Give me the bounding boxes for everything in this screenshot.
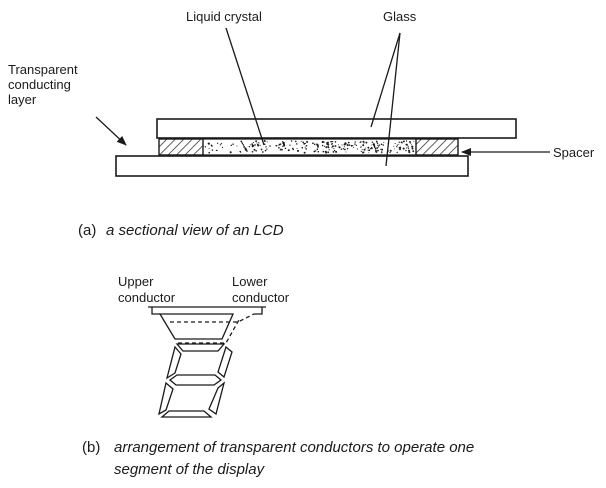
sectional-view: Liquid crystal Glass Transparent conduct…	[8, 9, 595, 239]
spacer-right	[415, 138, 459, 156]
caption-b-marker: (b)	[82, 439, 100, 456]
leader-glass-lower	[385, 32, 401, 167]
lower-conductor-tab	[254, 307, 263, 315]
liquid-crystal-layer	[203, 138, 416, 156]
label-upper-1: Upper	[118, 274, 154, 289]
caption-b-text-1: arrangement of transparent conductors to…	[114, 439, 474, 456]
upper-glass-plate	[156, 118, 517, 139]
label-transparent-1: Transparent	[8, 62, 78, 77]
caption-b-text-2: segment of the display	[114, 461, 266, 478]
label-upper-2: conductor	[118, 290, 176, 305]
spacer-left	[158, 138, 204, 156]
label-transparent-2: conducting	[8, 77, 71, 92]
label-spacer: Spacer	[553, 145, 595, 160]
caption-a-marker: (a)	[78, 222, 96, 239]
upper-conductor-tab	[151, 307, 160, 315]
segment-top	[175, 343, 226, 352]
segment-upper-right	[217, 345, 233, 379]
upper-conductor-path	[158, 313, 234, 340]
label-glass: Glass	[383, 9, 417, 24]
label-lower-2: conductor	[232, 290, 290, 305]
label-lower-1: Lower	[232, 274, 268, 289]
segment-lower-left	[158, 381, 174, 416]
segment-middle	[168, 374, 223, 386]
conductor-arrangement: Upper conductor Lower conductor	[82, 274, 474, 478]
leader-liquid-crystal	[225, 27, 265, 146]
label-transparent-3: layer	[8, 92, 37, 107]
caption-a-text: a sectional view of an LCD	[106, 222, 284, 239]
lower-conductor-return	[178, 317, 241, 344]
leader-transparent-layer	[95, 116, 127, 146]
lower-conductor-path	[170, 313, 255, 323]
segment-bottom	[160, 410, 213, 418]
leader-glass-upper	[370, 32, 401, 128]
label-liquid-crystal: Liquid crystal	[186, 9, 262, 24]
segment-lower-right	[208, 381, 226, 416]
seven-segment-digit	[158, 343, 233, 418]
segment-upper-left	[165, 345, 182, 380]
lower-glass-plate	[115, 155, 469, 177]
